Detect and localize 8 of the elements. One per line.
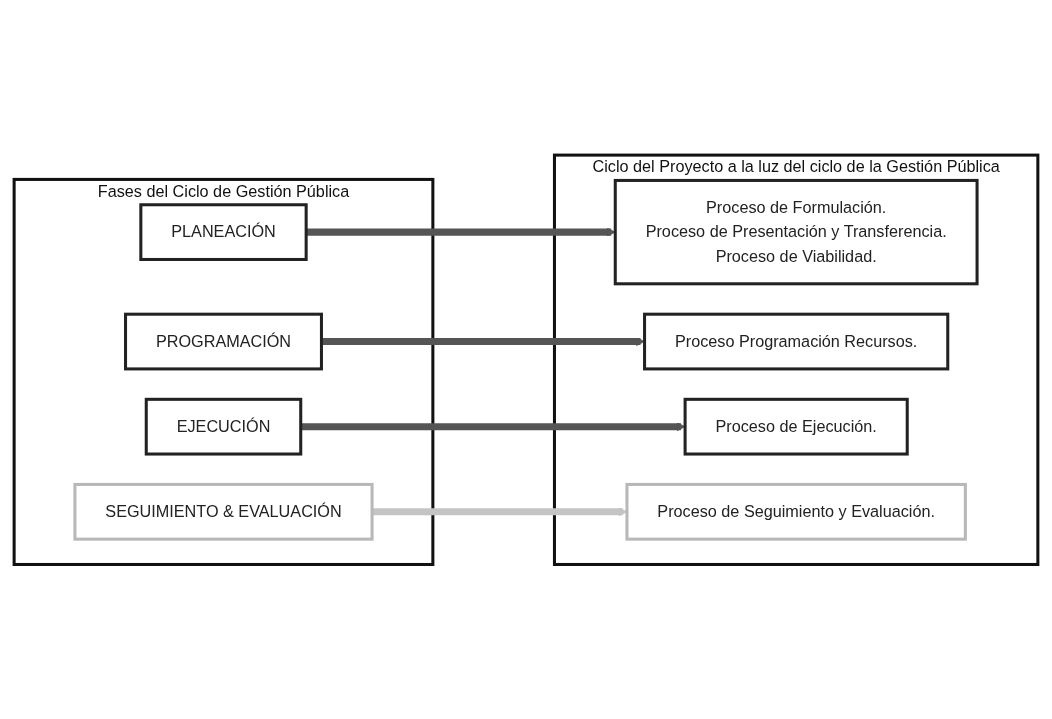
node-box: Proceso Programación Recursos.: [643, 312, 950, 371]
node-box: PLANEACIÓN: [139, 202, 308, 261]
node-box: EJECUCIÓN: [144, 397, 303, 456]
node-box: Proceso de Formulación. Proceso de Presentación y Transferencia. Proceso de Viabilidad.: [613, 178, 979, 285]
node-box: PROGRAMACIÓN: [124, 312, 323, 371]
node-box: Proceso de Seguimiento y Evaluación.: [625, 482, 967, 541]
node-box: Proceso de Ejecución.: [683, 397, 909, 456]
node-box: SEGUIMIENTO & EVALUACIÓN: [73, 482, 374, 541]
